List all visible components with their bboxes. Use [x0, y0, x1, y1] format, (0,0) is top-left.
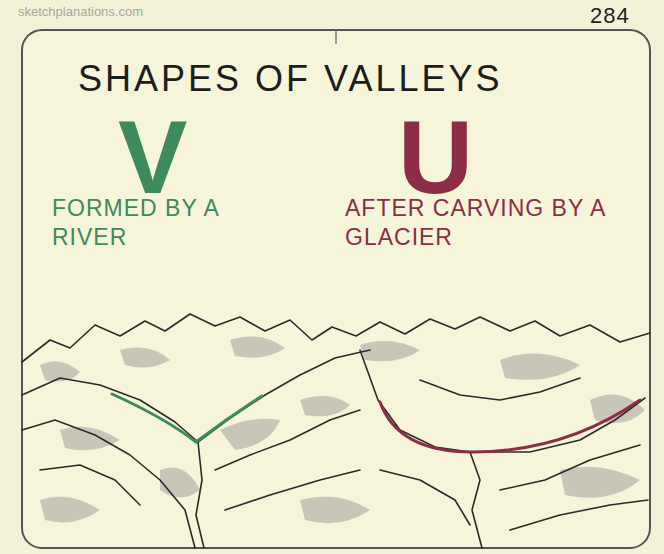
- shading: [40, 336, 645, 523]
- river-caption: FORMED BY A RIVER: [52, 194, 287, 252]
- mountain-lines: [22, 314, 650, 548]
- watermark: sketchplanations.com: [18, 4, 258, 20]
- card-border: [22, 30, 650, 548]
- card-number: 284: [590, 2, 650, 30]
- v-profile-line: [112, 394, 262, 442]
- u-profile-line: [380, 400, 640, 452]
- glacier-caption: AFTER CARVING BY A GLACIER: [345, 194, 645, 252]
- fold-tick: [335, 30, 337, 44]
- diagram-title: SHAPES OF VALLEYS: [78, 56, 598, 101]
